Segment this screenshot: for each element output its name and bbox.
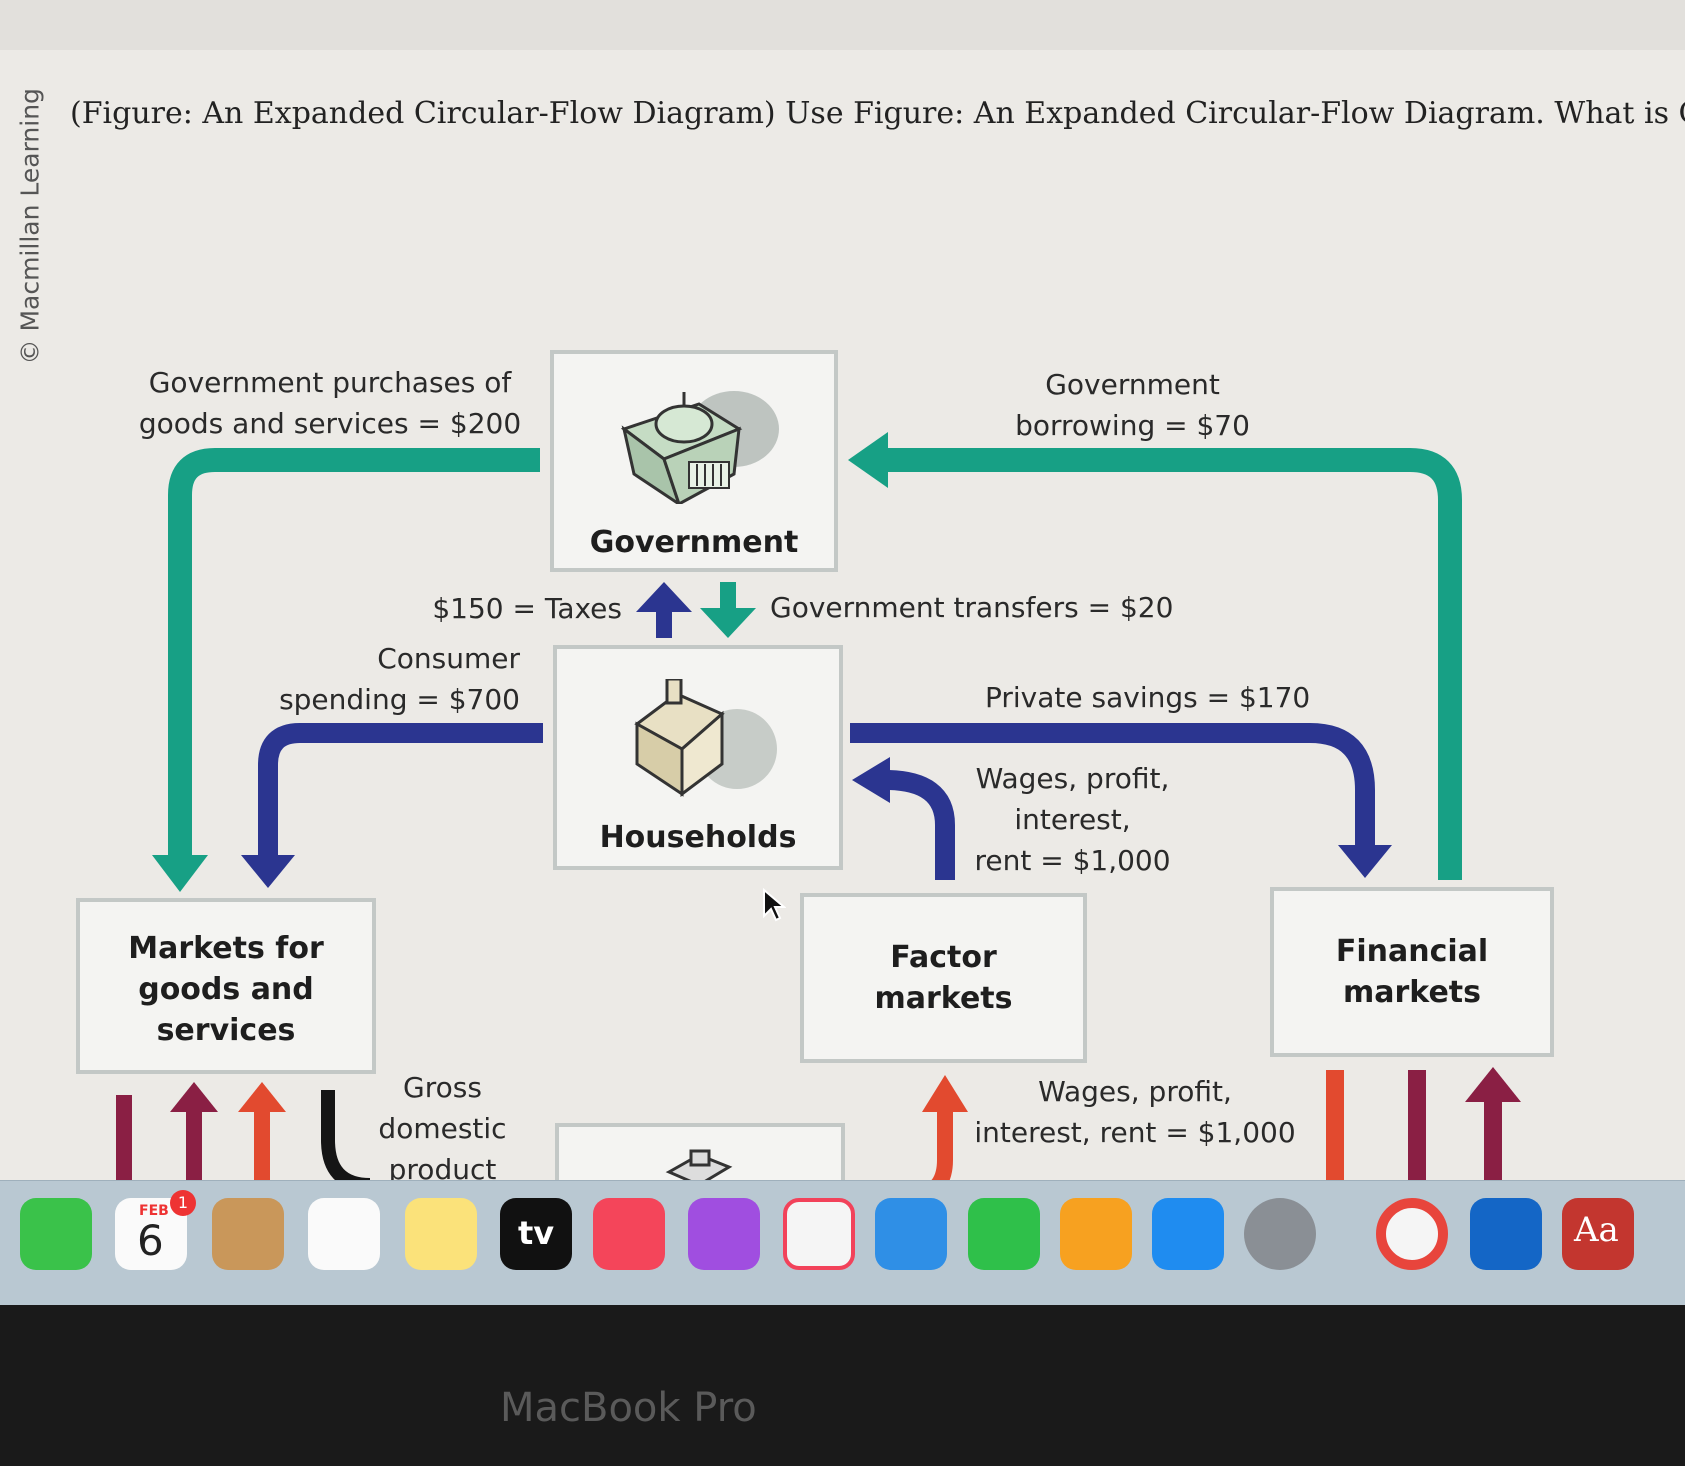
tv-label: tv [518, 1214, 555, 1252]
wages-households-label: Wages, profit, interest, rent = $1,000 [974, 762, 1171, 877]
gov-borrowing-arrow [880, 448, 1462, 880]
bottom-maroon-arrow-shaft [186, 1110, 202, 1195]
apple-tv-icon[interactable]: tv [500, 1198, 572, 1270]
notes-icon[interactable] [405, 1198, 477, 1270]
taxes-arrowhead [636, 582, 692, 612]
reminders-icon[interactable] [308, 1198, 380, 1270]
households-label: Households [599, 820, 797, 855]
podcasts-icon[interactable] [688, 1198, 760, 1270]
private-savings-arrow [850, 723, 1375, 850]
calendar-icon[interactable]: FEB 6 1 [115, 1190, 196, 1270]
top-strip [0, 0, 1685, 50]
consumer-spending-label: Consumer spending = $700 [279, 642, 520, 716]
question-text: (Figure: An Expanded Circular-Flow Diagr… [70, 96, 1685, 131]
app-store-icon[interactable] [1152, 1198, 1224, 1270]
bottom-black-bend [321, 1090, 371, 1192]
house-icon [634, 679, 777, 797]
gov-purchases-label: Government purchases of goods and servic… [138, 366, 522, 440]
laptop-bezel [0, 1305, 1685, 1466]
bottom-maroon-arrowhead [170, 1082, 218, 1112]
transfers-arrowhead [700, 608, 756, 638]
factor-markets-box: Factor markets [800, 893, 1087, 1063]
circular-flow-arrows [116, 432, 1521, 1195]
transfers-label: Government transfers = $20 [770, 591, 1174, 624]
gov-purchases-arrow [168, 448, 540, 860]
system-settings-icon[interactable] [1244, 1198, 1316, 1270]
capitol-building-icon [620, 391, 779, 504]
gov-borrowing-label: Government borrowing = $70 [1015, 368, 1250, 442]
gov-borrowing-arrowhead [848, 432, 888, 488]
transfers-arrow-shaft [720, 582, 736, 612]
private-savings-label: Private savings = $170 [985, 681, 1311, 714]
news-icon[interactable] [783, 1198, 855, 1270]
macbook-pro-label: MacBook Pro [500, 1385, 757, 1431]
bottom-right-maroon-bar [1408, 1070, 1426, 1195]
taxes-label: $150 = Taxes [432, 592, 622, 625]
financial-markets-box: Financial markets [1270, 887, 1554, 1057]
screenshot-page: © Macmillan Learning (Figure: An Expande… [0, 0, 1685, 1195]
bottom-red-arrowhead [238, 1082, 286, 1112]
music-icon[interactable] [593, 1198, 665, 1270]
government-label: Government [589, 525, 799, 560]
private-savings-arrowhead [1338, 845, 1392, 878]
calendar-badge: 1 [170, 1190, 196, 1216]
mouse-cursor-icon [763, 888, 786, 922]
numbers-icon[interactable] [968, 1198, 1040, 1270]
calendar-month: FEB [139, 1203, 169, 1219]
pages-icon[interactable] [1060, 1198, 1132, 1270]
chrome-icon[interactable] [1376, 1198, 1448, 1270]
households-box: Households [553, 645, 843, 870]
consumer-spending-arrow [258, 723, 543, 860]
gdp-label: Gross domestic product [378, 1071, 507, 1186]
outlook-icon[interactable] [1470, 1198, 1542, 1270]
bottom-maroon-bar [116, 1095, 132, 1195]
keynote-icon[interactable] [875, 1198, 947, 1270]
goods-markets-label: Markets for goods and services [128, 931, 324, 1048]
gov-purchases-arrowhead [152, 855, 208, 892]
factor-markets-label: Factor markets [874, 940, 1013, 1016]
consumer-spending-arrowhead [241, 855, 295, 888]
contacts-icon[interactable] [212, 1198, 284, 1270]
bottom-right-maroon-arrow-shaft [1484, 1100, 1502, 1195]
bottom-right-red-bar [1326, 1070, 1344, 1195]
wages-factor-label: Wages, profit, interest, rent = $1,000 [974, 1075, 1296, 1149]
wages-households-arrow [884, 770, 955, 880]
goods-markets-box: Markets for goods and services [76, 898, 376, 1074]
calendar-day: 6 [137, 1216, 164, 1265]
facetime-icon[interactable] [20, 1198, 92, 1270]
dictionary-label: Aa [1574, 1210, 1619, 1250]
wages-households-arrowhead [852, 757, 890, 803]
dictionary-icon[interactable]: Aa [1562, 1198, 1634, 1270]
bottom-right-maroon-arrowhead [1465, 1067, 1521, 1102]
financial-markets-label: Financial markets [1335, 934, 1489, 1010]
factor-income-arrowhead [922, 1075, 968, 1112]
taxes-arrow-shaft [656, 610, 672, 638]
government-box: Government [550, 350, 838, 572]
bottom-red-arrow-shaft [254, 1110, 270, 1195]
